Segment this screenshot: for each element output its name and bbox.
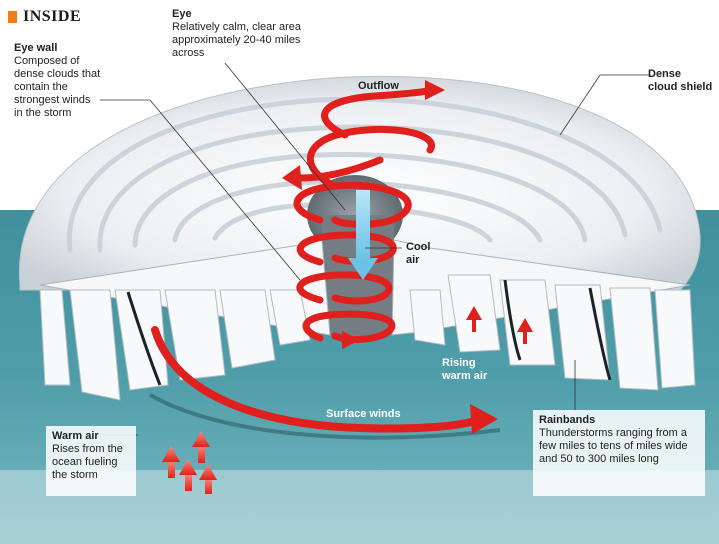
label-warm-air-desc: Rises from the ocean fueling the storm <box>52 443 130 482</box>
label-eye-wall-desc: Composed of dense clouds that contain th… <box>14 55 124 120</box>
label-outflow-title: Outflow <box>358 80 399 92</box>
label-dense-cloud-shield-title: Dense cloud shield <box>648 68 718 94</box>
label-rising-warm-air: Rising warm air <box>442 357 512 383</box>
header-title: INSIDE <box>23 8 81 26</box>
label-eye: Eye Relatively calm, clear area approxim… <box>172 8 322 60</box>
label-dense-cloud-shield: Dense cloud shield <box>648 68 718 94</box>
header-accent <box>8 11 17 23</box>
label-cool-air: Cool air <box>406 241 446 267</box>
label-warm-air-title: Warm air <box>52 430 130 443</box>
label-outflow: Outflow <box>358 80 399 93</box>
label-eye-wall-title: Eye wall <box>14 42 124 55</box>
label-rainbands-desc: Thunderstorms ranging from a few miles t… <box>539 427 699 466</box>
label-rising-warm-air-title: Rising warm air <box>442 357 512 383</box>
label-eye-desc: Relatively calm, clear area approximatel… <box>172 21 322 60</box>
label-warm-air: Warm air Rises from the ocean fueling th… <box>46 426 136 496</box>
cool-air-shaft <box>356 190 370 260</box>
label-surface-winds: Surface winds <box>326 408 401 421</box>
label-rainbands: Rainbands Thunderstorms ranging from a f… <box>533 410 705 496</box>
label-cool-air-title: Cool air <box>406 241 446 267</box>
label-eye-wall: Eye wall Composed of dense clouds that c… <box>14 42 124 120</box>
label-rainbands-title: Rainbands <box>539 414 699 427</box>
section-header: INSIDE <box>8 8 81 26</box>
label-eye-title: Eye <box>172 8 322 21</box>
label-surface-winds-title: Surface winds <box>326 408 401 420</box>
